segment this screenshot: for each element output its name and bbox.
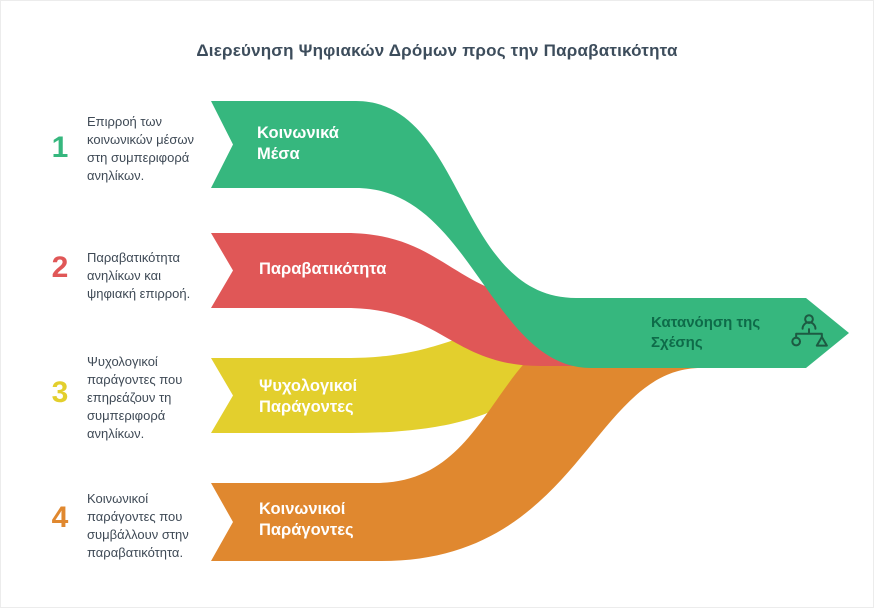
step-description-2: Παραβατικότητα ανηλίκων και ψηφιακή επιρ… [87, 250, 191, 301]
step-description-3: Ψυχολογικοί παράγοντες που επηρεάζουν τη… [87, 354, 183, 441]
step-number-3: 3 [51, 376, 69, 409]
step-number-1: 1 [51, 131, 69, 164]
result-label: Κατανόηση της Σχέσης [651, 314, 761, 351]
step-number-4: 4 [51, 501, 69, 534]
band-label-delinquency: Παραβατικότητα [259, 260, 387, 278]
band-label-social-media: Κοινωνικά Μέσα [257, 124, 339, 163]
ribbon-social-media-arrow [211, 101, 849, 368]
relationship-hierarchy-icon [791, 314, 828, 347]
band-label-social-factors: Κοινωνικοί Παράγοντες [259, 500, 354, 539]
page-title: Διερεύνηση Ψηφιακών Δρόμων προς την Παρα… [196, 41, 678, 60]
step-description-4: Κοινωνικοί παράγοντες που συμβάλλουν στη… [87, 491, 189, 560]
step-number-2: 2 [51, 251, 69, 284]
step-description-1: Επιρροή των κοινωνικών μέσων στη συμπερι… [87, 114, 195, 183]
ribbon-social-factors [211, 319, 701, 561]
band-label-psychological-factors: Ψυχολογικοί Παράγοντες [259, 377, 358, 416]
